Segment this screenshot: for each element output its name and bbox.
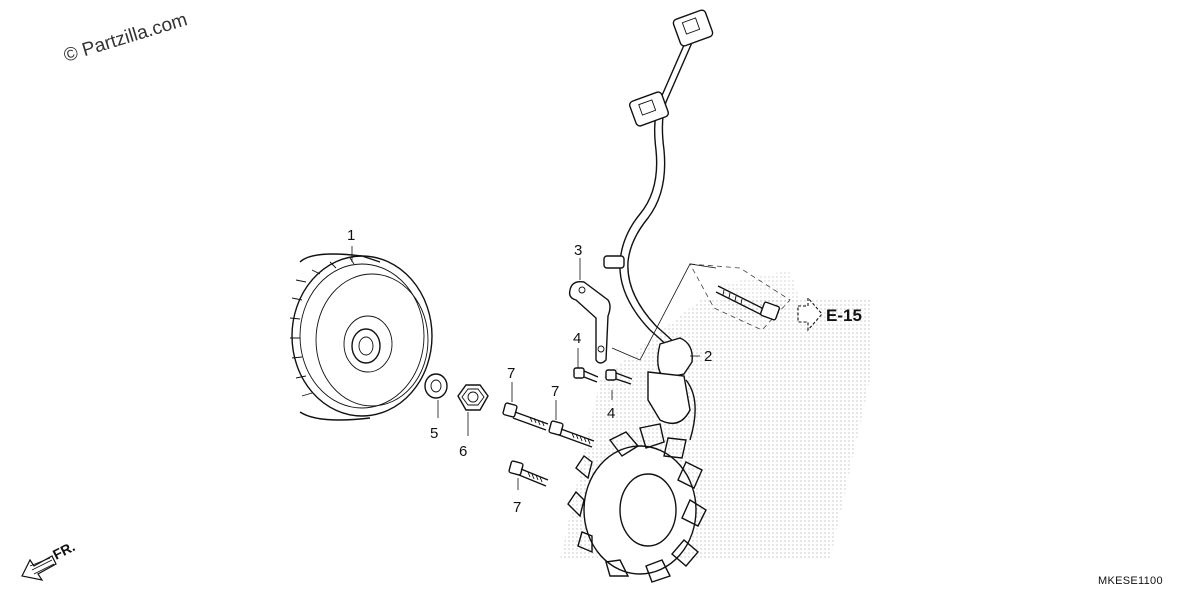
diagram-code: MKESE1100: [1098, 575, 1163, 587]
callout-5: 5: [430, 425, 438, 442]
callout-6: 6: [459, 443, 467, 460]
flywheel-rotor[interactable]: [289, 253, 433, 421]
leader-lines: [351, 246, 717, 490]
bolt-lower[interactable]: [508, 460, 549, 487]
wire-clamp[interactable]: [568, 280, 611, 364]
callout-1: 1: [347, 227, 355, 244]
callout-7-lower: 7: [513, 499, 521, 516]
bolt-middle[interactable]: [548, 420, 595, 448]
watermark-text: © Partzilla.com: [61, 9, 190, 67]
callout-4-upper: 4: [573, 330, 581, 347]
callout-7-left: 7: [507, 365, 515, 382]
reference-arrow-icon: [797, 296, 823, 332]
bolt-upper[interactable]: [502, 402, 549, 431]
connector-lower: [629, 91, 669, 127]
reference-label[interactable]: E-15: [826, 306, 862, 325]
callout-4-lower: 4: [607, 405, 615, 422]
callout-7-middle: 7: [551, 383, 559, 400]
callout-2: 2: [704, 348, 712, 365]
flange-nut[interactable]: [457, 384, 489, 411]
small-bolt-left[interactable]: [573, 367, 599, 383]
front-direction-arrow-icon: [21, 555, 57, 581]
connector-upper: [672, 9, 714, 47]
callout-3: 3: [574, 242, 582, 259]
front-direction-label: FR.: [50, 538, 77, 562]
reference-bolt[interactable]: [689, 263, 791, 331]
small-bolt-right[interactable]: [605, 369, 633, 385]
stator-assembly[interactable]: [567, 9, 714, 583]
washer[interactable]: [424, 373, 448, 399]
